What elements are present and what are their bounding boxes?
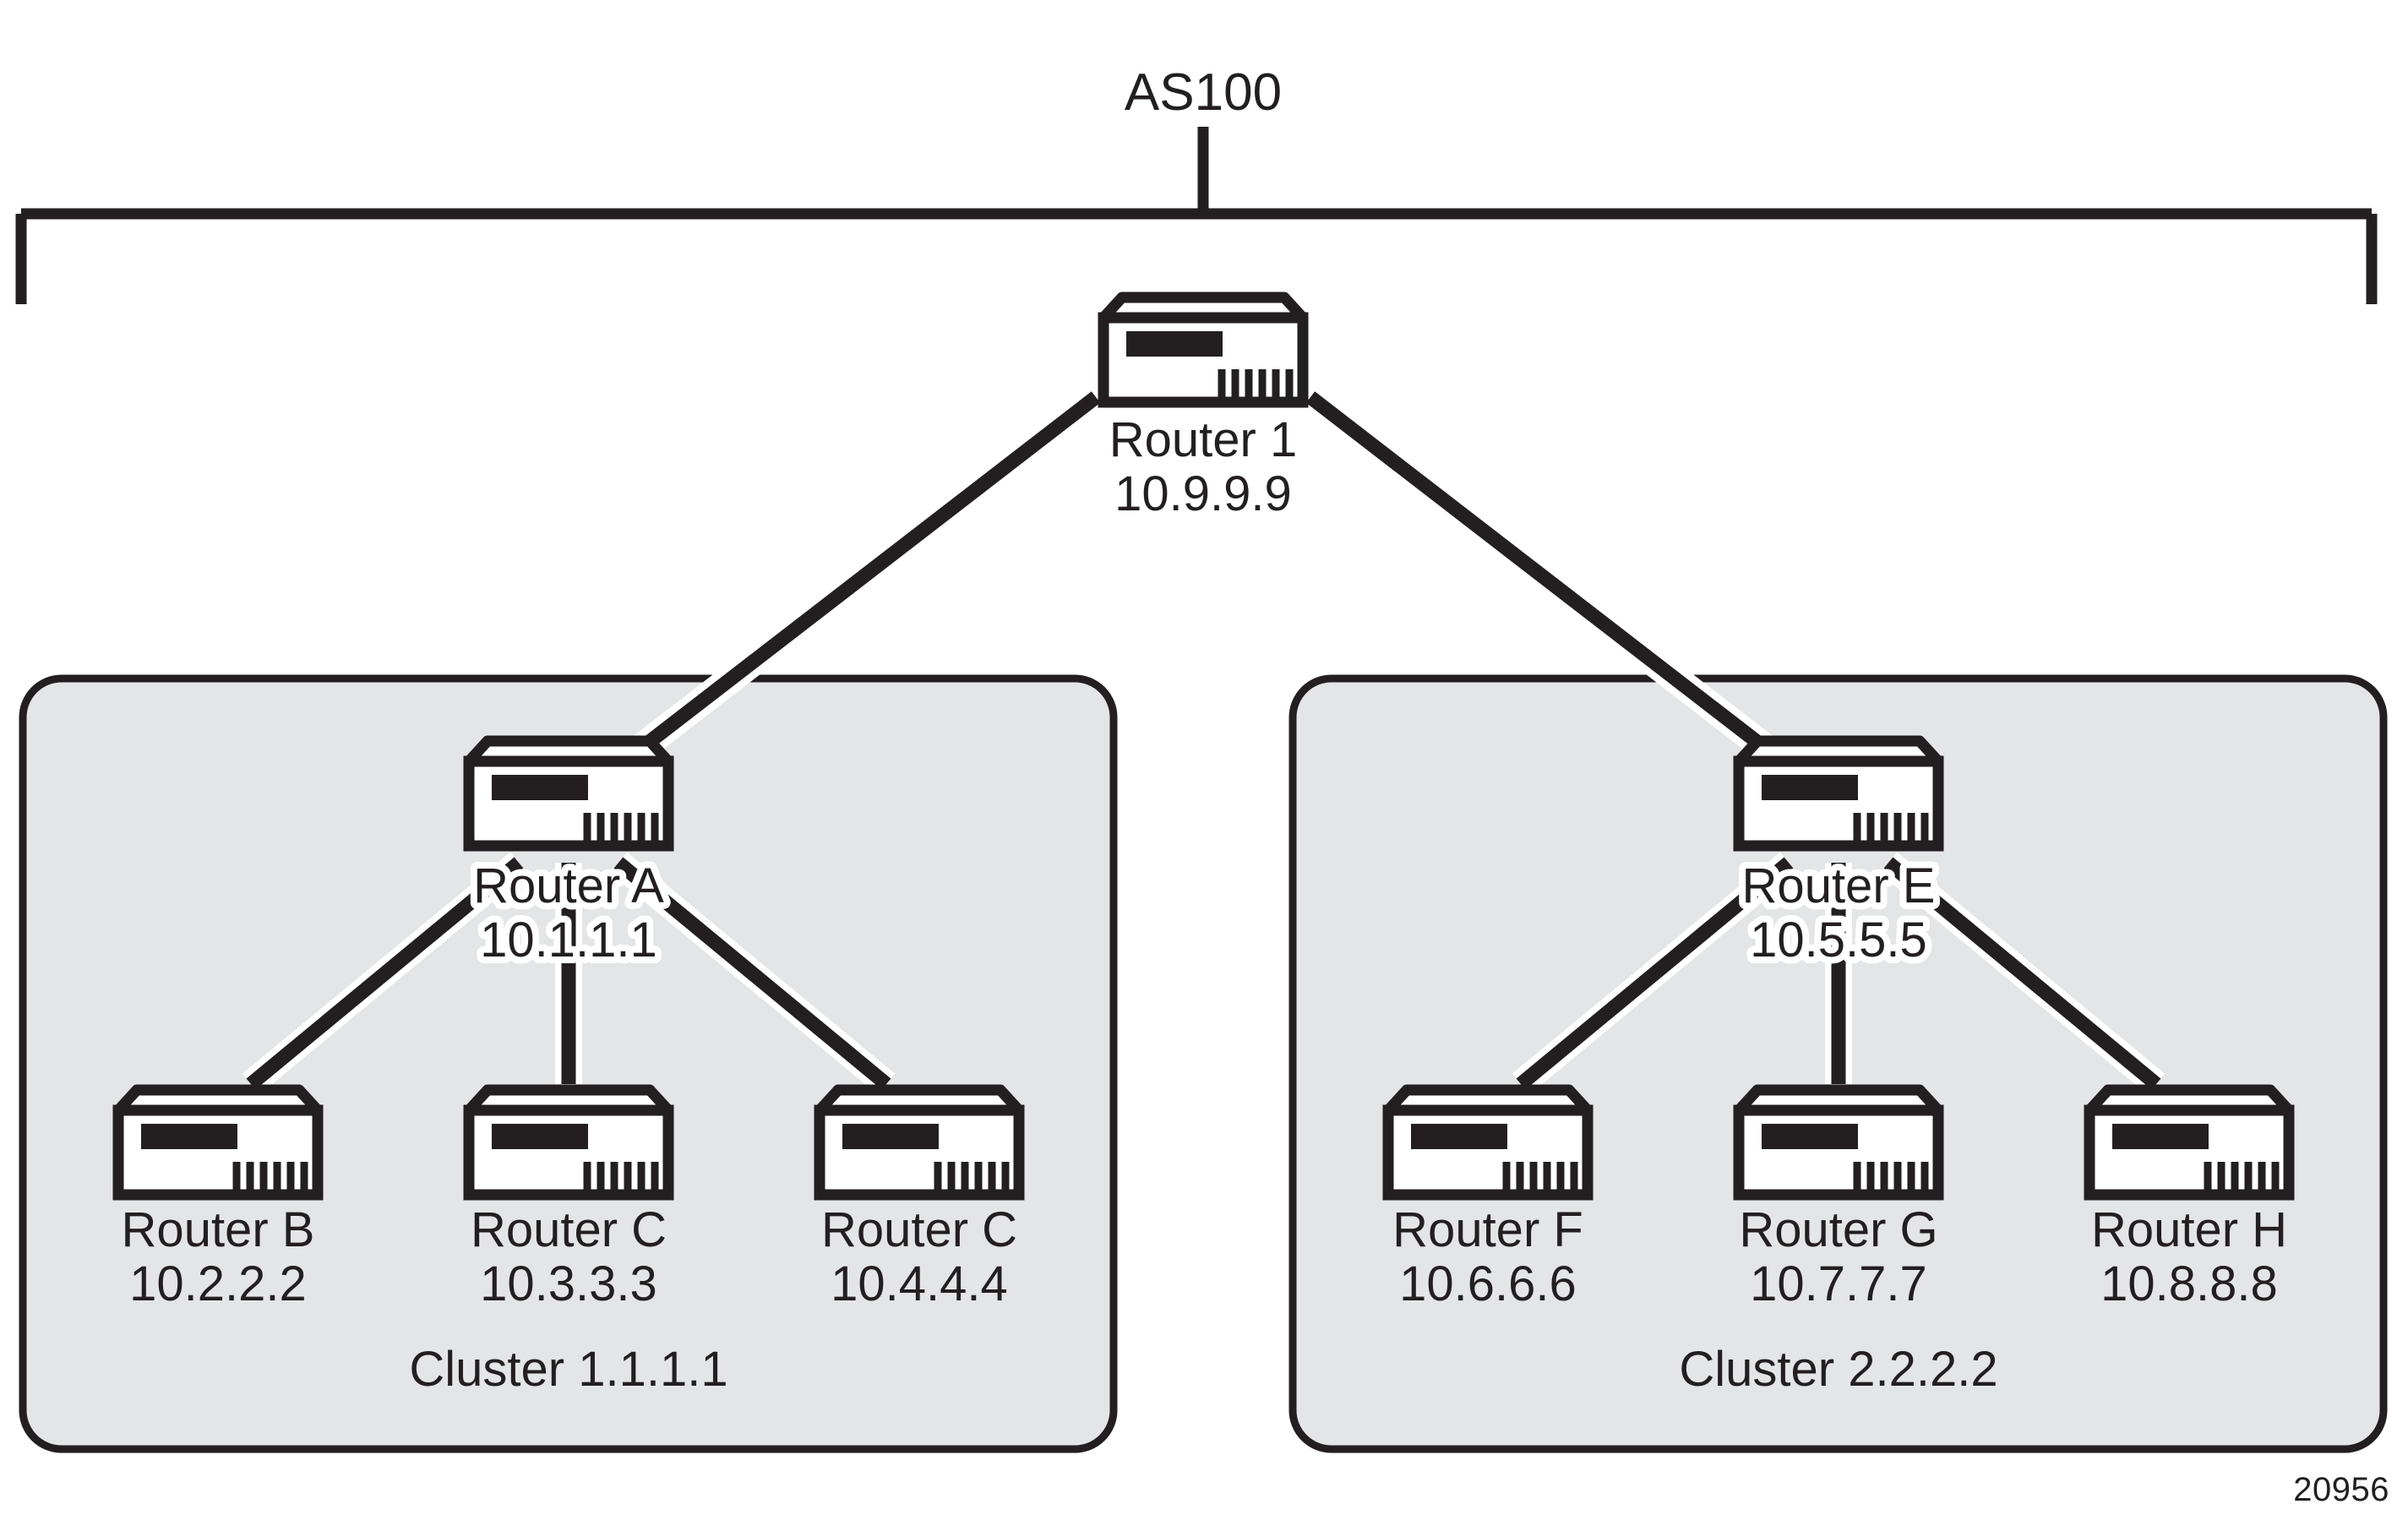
router-a-name-halo: Router A [473,858,664,913]
router-1-name: Router 1 [1109,412,1297,467]
link-group-cluster-2 [1512,852,2166,1095]
router-f-ip: 10.6.6.6 [1399,1256,1577,1311]
device-router-c-1[interactable]: Router C 10.3.3.3 [469,1090,668,1311]
router-icon [2089,1090,2289,1195]
router-e-name: Router E [1742,858,1936,913]
device-router-c-2[interactable]: Router C 10.4.4.4 [820,1090,1019,1311]
device-router-1[interactable]: Router 1 10.9.9.9 Router 1 10.9.9.9 [1103,297,1303,528]
as100-label: AS100 [1125,63,1282,122]
router-a-ip: 10.1.1.1 [480,913,657,967]
router-f-name: Router F [1392,1202,1583,1257]
router-icon [1388,1090,1588,1195]
router-e-ip-halo: 10.5.5.5 [1750,913,1927,967]
router-e-ip: 10.5.5.5 [1750,913,1927,967]
router-icon [1103,297,1303,402]
figure-number: 20956 [2293,1471,2389,1508]
device-router-f[interactable]: Router F 10.6.6.6 [1388,1090,1588,1311]
router-c-2-ip: 10.4.4.4 [831,1256,1008,1311]
router-c-1-name: Router C [471,1202,667,1257]
device-router-a[interactable]: Router A 10.1.1.1 Router A 10.1.1.1 [469,741,668,974]
router-h-ip: 10.8.8.8 [2100,1256,2278,1311]
link-routerE-routerF [1516,857,1794,1090]
device-router-g[interactable]: Router G 10.7.7.7 [1739,1090,1938,1311]
router-e-name-halo: Router E [1742,858,1936,913]
as100-bracket [15,127,2378,304]
router-c-1-ip: 10.3.3.3 [480,1256,657,1311]
cluster-1-label: Cluster 1.1.1.1 [409,1342,727,1397]
router-icon [1739,1090,1938,1195]
cluster-2-label: Cluster 2.2.2.2 [1679,1342,1997,1397]
link-router1-routerA [628,391,1101,760]
router-b-name: Router B [122,1202,315,1257]
router-a-ip-halo: 10.1.1.1 [480,913,657,967]
router-icon [820,1090,1019,1195]
router-c-2-name: Router C [821,1202,1017,1257]
router-g-ip: 10.7.7.7 [1750,1256,1927,1311]
router-icon [1739,741,1938,846]
link-group-backbone [624,385,1783,766]
router-g-name: Router G [1739,1202,1937,1257]
router-1-ip-halo: 10.9.9.9 [1114,466,1292,521]
router-icon [118,1090,318,1195]
link-group-cluster-1 [242,852,896,1095]
router-icon [469,1090,668,1195]
router-h-name: Router H [2091,1202,2287,1257]
router-1-ip: 10.9.9.9 [1114,466,1292,521]
router-a-name: Router A [473,858,664,913]
device-router-h[interactable]: Router H 10.8.8.8 [2089,1090,2289,1311]
router-1-name-halo: Router 1 [1109,412,1297,467]
device-router-e[interactable]: Router E 10.5.5.5 Router E 10.5.5.5 [1739,741,1938,974]
link-routerA-routerB [246,857,524,1090]
router-icon [469,741,668,846]
link-routerA-routerC2 [613,857,891,1090]
link-router1-routerE [1305,391,1779,760]
router-b-ip: 10.2.2.2 [129,1256,307,1311]
device-router-b[interactable]: Router B 10.2.2.2 [118,1090,318,1311]
link-routerE-routerH [1883,857,2161,1090]
